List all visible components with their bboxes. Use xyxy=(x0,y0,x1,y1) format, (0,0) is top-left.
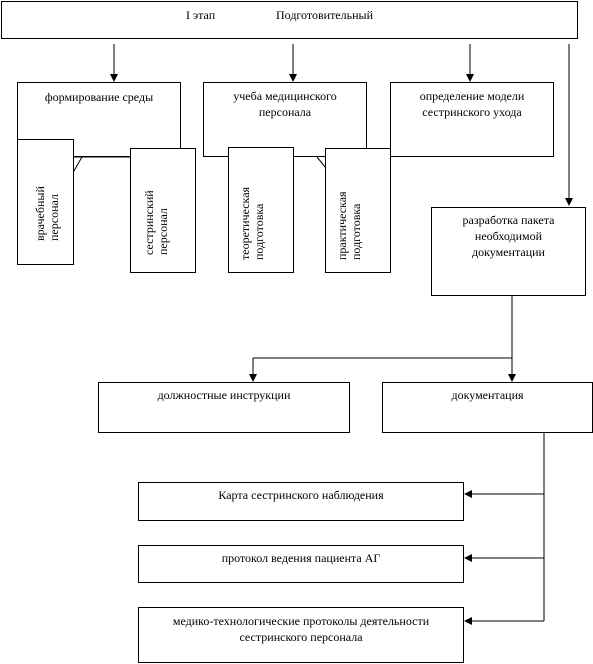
card-box xyxy=(138,482,464,521)
package-box xyxy=(431,207,586,296)
training-label-line2: персонала xyxy=(258,105,312,119)
nurses-box xyxy=(130,148,196,273)
training-box xyxy=(203,82,367,157)
documentation-box xyxy=(382,382,593,433)
model-label-line2: сестринского ухода xyxy=(422,105,522,119)
environment-label: формирование среды xyxy=(44,90,154,104)
package-label-line3: документации xyxy=(472,245,545,259)
theory-label-line2: подготовка xyxy=(252,203,266,260)
training-label-line1: учеба медицинского xyxy=(233,89,337,103)
stage-box xyxy=(1,1,578,39)
doctors-label-line1: врачебный xyxy=(33,186,47,241)
medtech-label-line1: медико-технологические протоколы деятель… xyxy=(172,614,430,628)
environment-box xyxy=(17,82,181,157)
practice-box xyxy=(325,148,391,273)
nurses-label-line2: персонал xyxy=(156,208,170,255)
medtech-label-line2: сестринского персонала xyxy=(239,630,363,644)
instructions-box xyxy=(98,382,350,433)
doctors-box xyxy=(17,139,74,265)
instructions-label: должностные инструкции xyxy=(157,388,291,402)
documentation-label: документация xyxy=(451,388,524,402)
practice-label-line2: подготовка xyxy=(349,203,363,260)
protocol-box xyxy=(138,545,464,583)
stage-number: I этап xyxy=(186,8,216,22)
practice-label-line1: практическая xyxy=(335,191,349,260)
package-label-line2: необходимой xyxy=(474,229,543,243)
doctors-label-line2: персонал xyxy=(47,194,61,241)
theory-box xyxy=(228,147,294,273)
model-label-line1: определение модели xyxy=(419,89,525,103)
package-label-line1: разработка пакета xyxy=(462,213,555,227)
protocol-label: протокол ведения пациента АГ xyxy=(221,551,381,565)
medtech-box xyxy=(138,607,464,663)
nurses-label-line1: сестринский xyxy=(142,190,156,255)
card-label: Карта сестринского наблюдения xyxy=(218,488,384,502)
stage-name: Подготовительный xyxy=(276,8,374,22)
theory-label-line1: теоретическая xyxy=(238,186,252,260)
model-box xyxy=(390,82,554,157)
